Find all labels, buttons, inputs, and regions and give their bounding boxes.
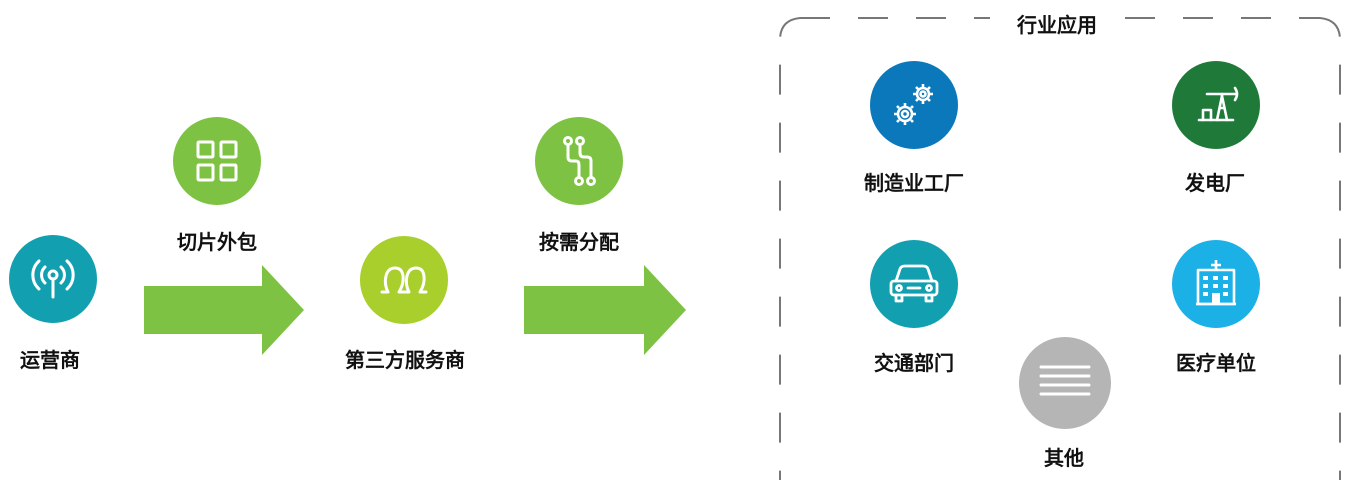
third-party-node bbox=[360, 236, 448, 324]
grid-squares-icon bbox=[194, 138, 240, 184]
broadcast-antenna-icon bbox=[29, 255, 77, 303]
menu-lines-icon bbox=[1037, 363, 1093, 403]
manufacturing-label: 制造业工厂 bbox=[864, 171, 964, 195]
operator-node bbox=[9, 235, 97, 323]
arrow-right-1 bbox=[144, 265, 304, 355]
people-loop-icon bbox=[378, 260, 430, 300]
slice-outsourcing-label: 切片外包 bbox=[177, 230, 257, 254]
third-party-label: 第三方服务商 bbox=[345, 348, 465, 372]
hospital-icon bbox=[1192, 258, 1240, 310]
car-icon bbox=[886, 261, 942, 307]
on-demand-label: 按需分配 bbox=[539, 230, 619, 254]
manufacturing-node bbox=[870, 61, 958, 149]
branch-split-icon bbox=[556, 135, 602, 187]
industry-title: 行业应用 bbox=[1011, 9, 1103, 38]
medical-node bbox=[1172, 240, 1260, 328]
transport-node bbox=[870, 240, 958, 328]
on-demand-node bbox=[535, 117, 623, 205]
pumpjack-icon bbox=[1189, 80, 1243, 130]
slice-outsourcing-node bbox=[173, 117, 261, 205]
power-plant-node bbox=[1172, 61, 1260, 149]
other-label: 其他 bbox=[1044, 446, 1084, 470]
transport-label: 交通部门 bbox=[874, 351, 954, 375]
arrow-right-2 bbox=[524, 265, 686, 355]
gears-icon bbox=[887, 78, 941, 132]
operator-label: 运营商 bbox=[20, 348, 80, 372]
medical-label: 医疗单位 bbox=[1176, 351, 1256, 375]
other-node bbox=[1019, 337, 1111, 429]
power-plant-label: 发电厂 bbox=[1185, 171, 1245, 195]
